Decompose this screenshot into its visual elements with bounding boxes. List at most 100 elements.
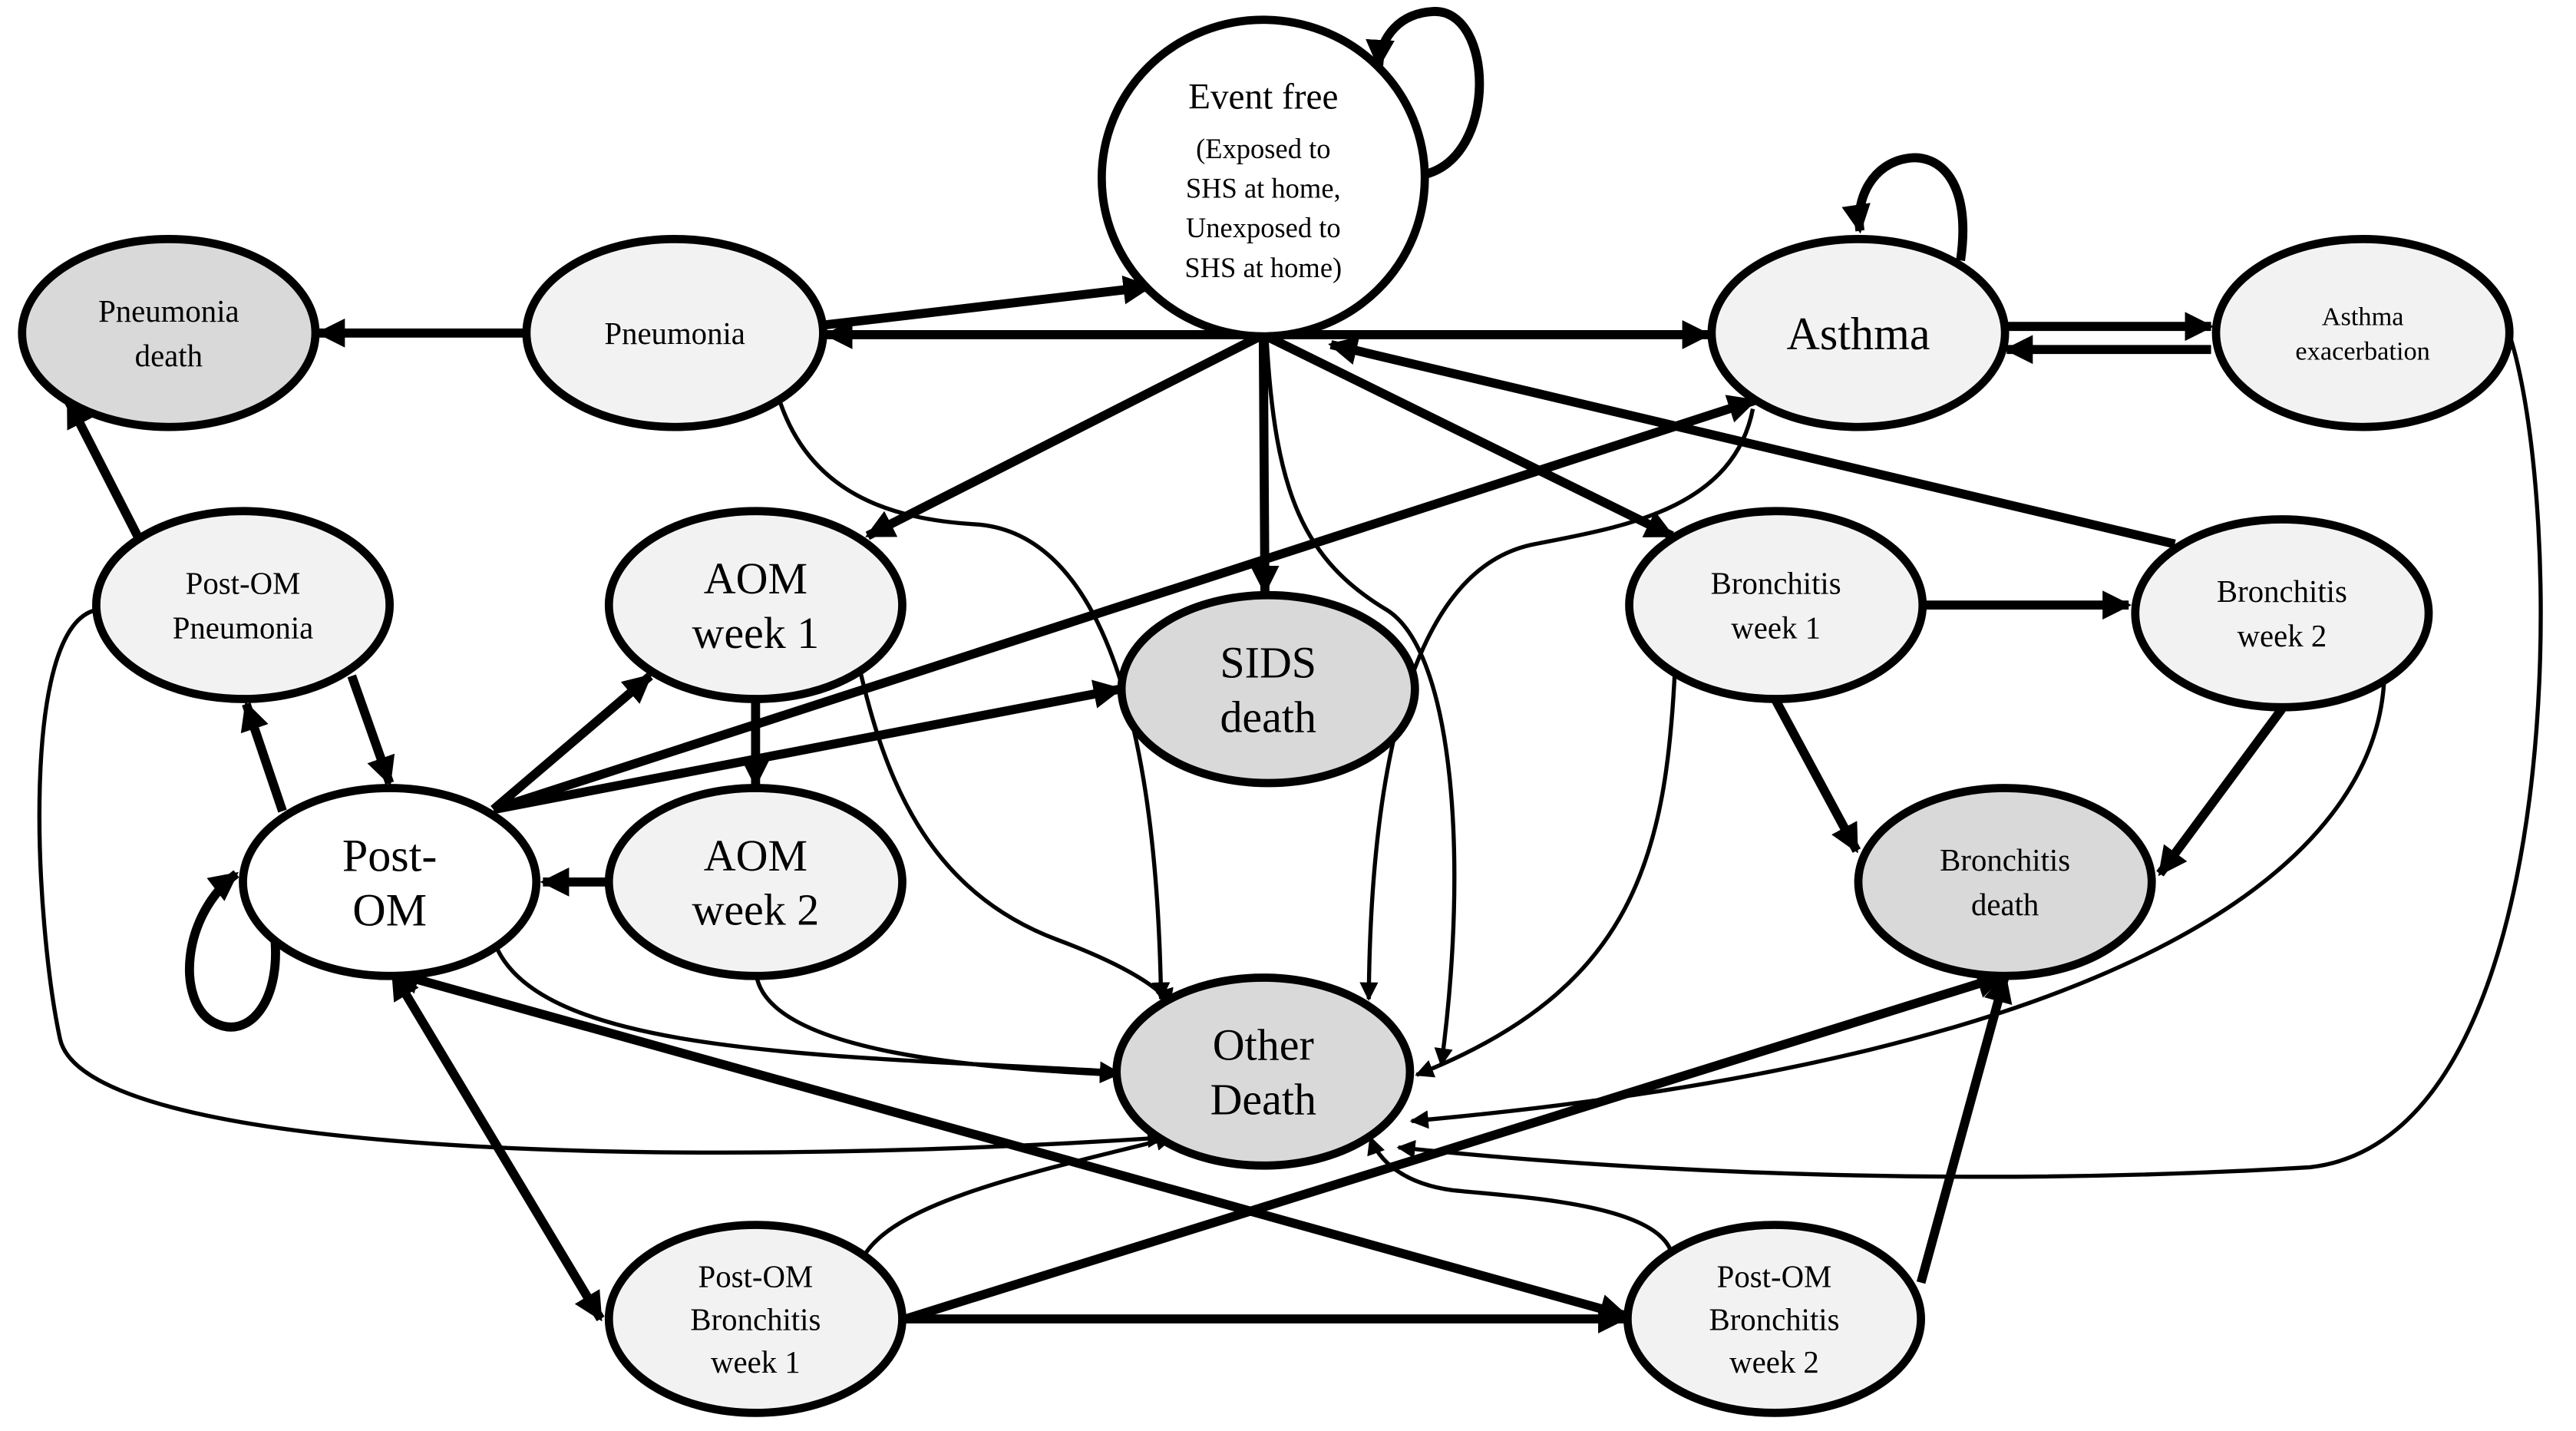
edge-pneumonia-to-event-free (826, 275, 1153, 329)
node-bronchitis-week-2-shape (2131, 515, 2433, 712)
node-bronchitis-death-shape (1854, 784, 2156, 980)
edge-post-om-bronchitis-week-2-to-bronchitis-death (1916, 973, 2013, 1284)
edge-event-free-self-loop (1366, 7, 1485, 180)
node-bronchitis-week-2: Bronchitis week 2 (2131, 515, 2433, 712)
node-event-free-shape (1097, 15, 1429, 341)
node-event-free-label-line-2: (Exposed to (1196, 133, 1330, 164)
node-pneumonia-death-shape (18, 235, 320, 431)
state-nodes: Event free (Exposed to SHS at home, Unexpos… (18, 15, 2514, 1417)
edge-post-om-self-loop (185, 870, 280, 1032)
edge-post-om-bronchitis-week-1-to-other-death (860, 1132, 1175, 1259)
node-post-om-bronchitis-week-2-label-line-3: week 2 (1729, 1345, 1819, 1380)
edge-post-om-bronchitis-week-1-to-bronchitis-death (904, 970, 2006, 1324)
edge-post-om-to-aom-week-1 (490, 672, 653, 813)
node-post-om-bronchitis-week-1: Post-OM Bronchitis week 1 (604, 1221, 907, 1417)
node-asthma-exacerbation: Asthma exacerbation (2211, 235, 2514, 431)
node-post-om: Post-OM (239, 784, 541, 980)
node-event-free-label-line-3: SHS at home, (1186, 173, 1341, 204)
edge-asthma-self-loop (1841, 153, 1968, 262)
edge-bronchitis-week-2-to-death (2156, 706, 2286, 877)
edge-post-om-pneumonia-to-pneumonia-death (64, 398, 142, 538)
node-bronchitis-week-1-label-line-2: week 1 (1731, 610, 1821, 645)
node-asthma-exacerbation-shape (2211, 235, 2514, 431)
node-aom-week-1-label-line-1: AOM (704, 554, 807, 603)
node-asthma: Asthma (1707, 235, 2010, 431)
node-aom-week-1: AOM week 1 (604, 507, 907, 703)
node-event-free-label-line-1: Event free (1188, 78, 1338, 117)
edge-bronchitis-week-2-to-asthma (1328, 336, 2176, 549)
edge-pneumonia-to-other-death (774, 392, 1171, 1001)
node-bronchitis-week-2-label-line-2: week 2 (2237, 619, 2327, 653)
node-bronchitis-death-label-line-2: death (1971, 887, 2039, 922)
node-aom-week-1-shape (604, 507, 907, 703)
edge-event-free-to-bronchitis-week-1 (1261, 330, 1675, 540)
node-post-om-pneumonia-label-line-2: Pneumonia (173, 610, 314, 645)
node-post-om-bronchitis-week-2-label-line-2: Bronchitis (1709, 1302, 1840, 1337)
node-event-free: Event free (Exposed to SHS at home, Unexpos… (1097, 15, 1429, 341)
edge-event-free-to-other-death (1264, 338, 1457, 1067)
node-bronchitis-week-1-label-line-1: Bronchitis (1711, 566, 1841, 600)
node-other-death-label-line-1: Other (1213, 1020, 1314, 1070)
node-bronchitis-week-2-label-line-1: Bronchitis (2217, 574, 2347, 609)
node-sids-death-label-line-2: death (1220, 692, 1316, 742)
node-bronchitis-death-label-line-1: Bronchitis (1940, 843, 2070, 877)
node-pneumonia: Pneumonia (522, 235, 827, 431)
node-aom-week-1-label-line-2: week 1 (692, 608, 819, 658)
node-pneumonia-death-label-line-1: Pneumonia (98, 294, 239, 329)
node-post-om-pneumonia-label-line-1: Post-OM (186, 566, 301, 600)
node-other-death-shape (1112, 973, 1415, 1170)
node-post-om-shape (239, 784, 541, 980)
edge-bronchitis-week-2-to-other-death (1409, 679, 2386, 1129)
node-asthma-label-line-1: Asthma (1787, 309, 1930, 360)
node-asthma-exacerbation-label-line-2: exacerbation (2295, 336, 2429, 365)
node-post-om-bronchitis-week-2: Post-OM Bronchitis week 2 (1623, 1221, 1925, 1417)
edge-bronchitis-week-1-to-other-death (1415, 659, 1678, 1078)
node-post-om-pneumonia-shape (92, 507, 394, 703)
node-post-om-bronchitis-week-2-shape (1623, 1221, 1925, 1417)
node-post-om-label-line-2: OM (352, 884, 427, 936)
node-pneumonia-shape (522, 235, 827, 431)
node-aom-week-2-label-line-2: week 2 (692, 885, 819, 935)
node-aom-week-2-label-line-1: AOM (704, 831, 807, 881)
edge-post-om-to-sids-death (492, 679, 1123, 815)
node-asthma-exacerbation-label-line-1: Asthma (2322, 302, 2404, 331)
edge-event-free-to-aom-week-1 (865, 330, 1266, 540)
edge-post-om-bronchitis-week-2-to-other-death (1367, 1135, 1673, 1251)
transition-edges (37, 7, 2543, 1334)
edge-post-om-to-post-om-pneumonia (240, 701, 287, 813)
node-sids-death-shape (1117, 590, 1419, 788)
node-pneumonia-death: Pneumonia death (18, 235, 320, 431)
edge-aom-week-1-to-other-death (857, 667, 1174, 1008)
node-bronchitis-week-1-shape (1625, 507, 1927, 703)
node-post-om-bronchitis-week-1-label-line-1: Post-OM (698, 1259, 814, 1294)
node-post-om-bronchitis-week-1-shape (604, 1221, 907, 1417)
node-post-om-bronchitis-week-1-label-line-3: week 1 (711, 1345, 801, 1380)
edge-event-free-to-sids-death (1250, 334, 1280, 595)
node-post-om-pneumonia: Post-OM Pneumonia (92, 507, 394, 703)
node-asthma-shape (1707, 235, 2010, 431)
edge-asthma-to-other-death (1359, 408, 1755, 1001)
node-sids-death-label-line-1: SIDS (1220, 638, 1316, 688)
node-event-free-label-line-4: Unexposed to (1186, 212, 1341, 243)
node-post-om-bronchitis-week-1-label-line-2: Bronchitis (690, 1302, 821, 1337)
node-bronchitis-week-1: Bronchitis week 1 (1625, 507, 1927, 703)
node-post-om-bronchitis-week-2-label-line-1: Post-OM (1717, 1259, 1832, 1294)
edge-aom-week-2-to-other-death (755, 978, 1119, 1084)
node-pneumonia-death-label-line-2: death (135, 339, 203, 373)
edge-post-om-pneumonia-to-other-death (37, 607, 1167, 1155)
node-aom-week-2-shape (604, 784, 907, 980)
edge-post-om-to-asthma (492, 395, 1758, 815)
node-other-death-label-line-2: Death (1210, 1075, 1316, 1125)
edge-bronchitis-week-1-to-death (1772, 698, 1861, 854)
node-bronchitis-death: Bronchitis death (1854, 784, 2156, 980)
edge-asthma-exacerbation-to-other-death (1396, 329, 2543, 1179)
edge-post-om-pneumonia-to-post-om (347, 674, 395, 786)
node-post-om-label-line-1: Post- (342, 831, 438, 882)
node-pneumonia-label-line-1: Pneumonia (604, 316, 745, 351)
node-event-free-label-line-5: SHS at home) (1184, 252, 1342, 283)
